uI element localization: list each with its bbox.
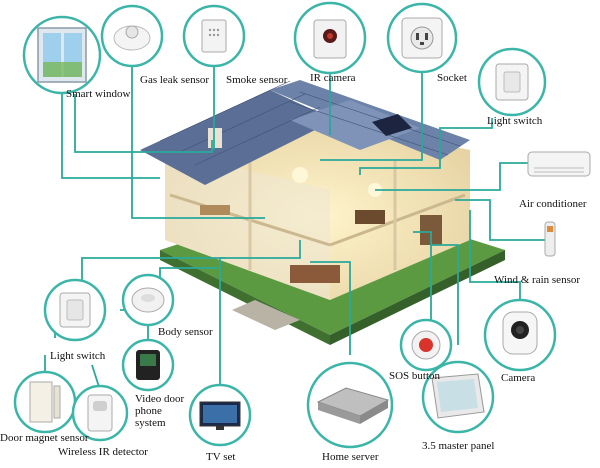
- label-body-sensor: Body sensor: [158, 326, 213, 338]
- label-smart-window: Smart window: [66, 88, 131, 100]
- label-door-magnet-sensor: Door magnet sensor: [0, 432, 89, 444]
- light-switch-top-device: [477, 47, 547, 117]
- solar-panel: [372, 114, 412, 136]
- door-magnet-sensor-device: [13, 370, 77, 434]
- label-video-door-phone: Video door phone system: [135, 393, 185, 429]
- roof-left: [140, 90, 335, 185]
- label-camera: Camera: [501, 372, 536, 384]
- house-illustration: [140, 80, 505, 345]
- label-home-server: Home server: [322, 451, 379, 463]
- label-wind-rain-sensor: Wind & rain sensor: [494, 274, 581, 286]
- label-light-switch-left: Light switch: [50, 350, 106, 362]
- label-socket: Socket: [437, 72, 467, 84]
- wind-rain-sensor-device: [544, 221, 556, 257]
- tv-set-device: [188, 383, 252, 447]
- air-conditioner-device: [527, 151, 591, 177]
- light-switch-left-device: [43, 278, 107, 342]
- label-smoke-sensor: Smoke sensor: [226, 74, 288, 86]
- smoke-sensor-device: [182, 4, 246, 68]
- label-ir-camera: IR camera: [310, 72, 356, 84]
- label-light-switch-top: Light switch: [487, 115, 543, 127]
- label-gas-leak-sensor: Gas leak sensor: [140, 74, 210, 86]
- label-tv-set: TV set: [206, 451, 236, 463]
- video-door-phone-device: [121, 338, 175, 392]
- gas-leak-sensor-device: [100, 4, 164, 68]
- camera-device: [483, 298, 557, 372]
- sofa: [290, 265, 340, 283]
- wireless-ir-detector-device: [71, 384, 129, 442]
- label-master-panel: 3.5 master panel: [422, 440, 495, 452]
- socket-device: [386, 2, 458, 74]
- master-panel-device: [421, 360, 495, 434]
- ir-camera-device: [293, 1, 367, 75]
- smart-window-device: [22, 15, 102, 95]
- connector-lines: [44, 65, 545, 440]
- body-sensor-device: [121, 273, 175, 327]
- label-wireless-ir-detector: Wireless IR detector: [58, 446, 148, 458]
- label-sos-button: SOS button: [389, 370, 441, 382]
- home-server-device: [306, 361, 394, 449]
- sos-button-device: [399, 318, 453, 372]
- label-air-conditioner: Air conditioner: [519, 198, 587, 210]
